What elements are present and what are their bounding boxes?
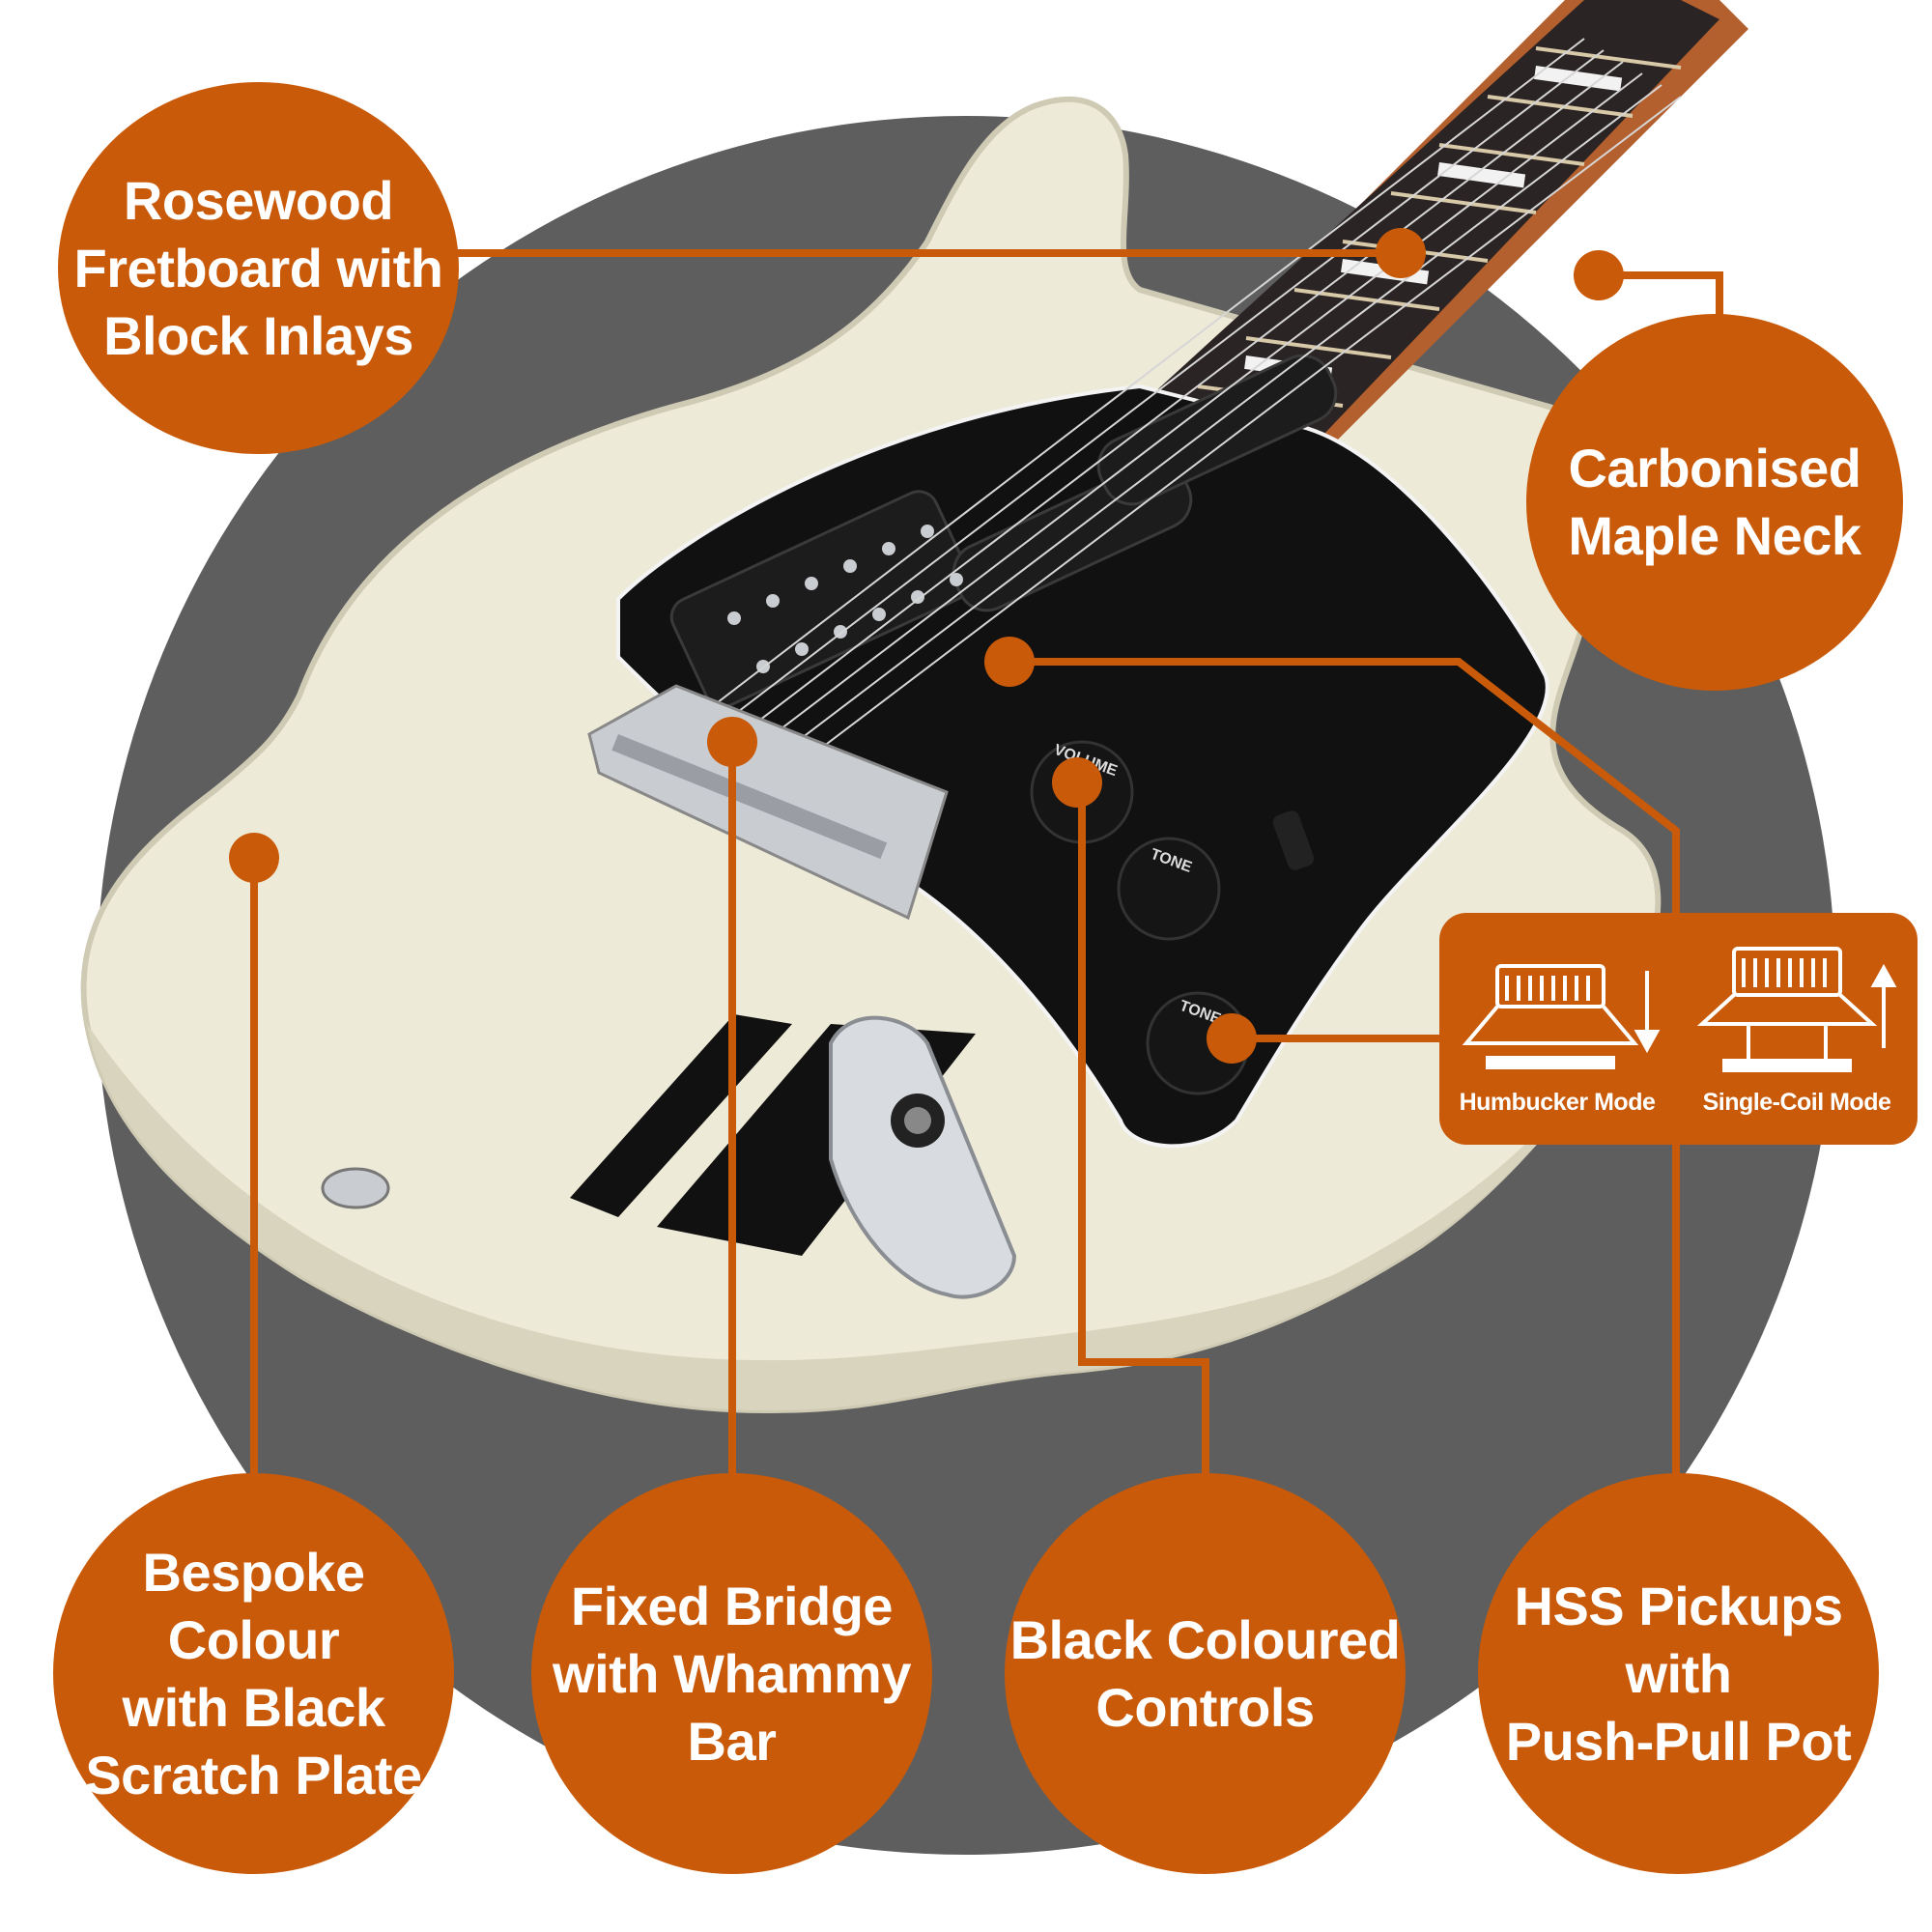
callout-fretboard-line1: Rosewood	[123, 169, 394, 231]
strap-button	[321, 1167, 390, 1209]
neck-dot	[1574, 250, 1624, 300]
humbucker-pickup-icon	[1462, 964, 1639, 1069]
callout-fretboard-line3: Block Inlays	[103, 304, 413, 366]
pickups-dot	[984, 637, 1035, 687]
humbucker-mode-label: Humbucker Mode	[1459, 1089, 1656, 1116]
bridge	[587, 684, 949, 921]
callout-colour-line1: Bespoke Colour	[142, 1541, 365, 1670]
callout-neck-line2: Maple Neck	[1568, 505, 1861, 566]
callout-pickups-line2: with	[1625, 1642, 1732, 1704]
callout-colour: Bespoke Colour with Black Scratch Plate	[53, 1473, 454, 1874]
callout-bridge: Fixed Bridge with Whammy Bar	[531, 1473, 932, 1874]
callout-bridge-line2: with Whammy	[553, 1642, 911, 1704]
single-coil-pickup-icon	[1696, 947, 1878, 1072]
single-coil-mode-label: Single-Coil Mode	[1702, 1089, 1891, 1116]
strings	[675, 38, 1682, 793]
output-jack	[829, 1015, 1017, 1299]
callout-bridge-line1: Fixed Bridge	[570, 1575, 894, 1636]
callout-colour-line3: Scratch Plate	[85, 1744, 422, 1805]
tone-knob-1[interactable]	[1117, 837, 1221, 941]
pickup-selector-switch[interactable]	[1271, 809, 1317, 872]
pickup-mode-box	[1439, 913, 1918, 1145]
push-pull-dot	[1207, 1013, 1257, 1064]
callout-pickups-line3: Push-Pull Pot	[1505, 1710, 1852, 1772]
arrow-up-icon	[1870, 963, 1897, 1048]
callout-colour-line2: with Black	[122, 1676, 385, 1738]
callout-neck-line1: Carbonised	[1568, 438, 1861, 498]
control-knobs: VOLUME TONE TONE	[1030, 740, 1317, 1095]
callout-bridge-line3: Bar	[687, 1710, 777, 1772]
callout-controls-line2: Controls	[1095, 1676, 1315, 1738]
callout-pickups: HSS Pickups with Push-Pull Pot	[1478, 1473, 1879, 1874]
controls-dot	[1052, 757, 1102, 808]
bridge-dot	[707, 717, 757, 767]
callout-controls: Black Coloured Controls	[1005, 1473, 1406, 1874]
callout-fretboard: Rosewood Fretboard with Block Inlays	[58, 82, 459, 454]
colour-dot	[229, 833, 279, 883]
callout-dots	[229, 228, 1624, 1064]
callout-fretboard-line2: Fretboard with	[73, 237, 443, 298]
callout-pickups-line1: HSS Pickups	[1514, 1575, 1843, 1636]
callout-neck: Carbonised Maple Neck	[1526, 314, 1903, 691]
arrow-down-icon	[1634, 971, 1661, 1054]
callout-controls-line1: Black Coloured	[1009, 1608, 1401, 1670]
fretboard-dot	[1376, 228, 1426, 278]
